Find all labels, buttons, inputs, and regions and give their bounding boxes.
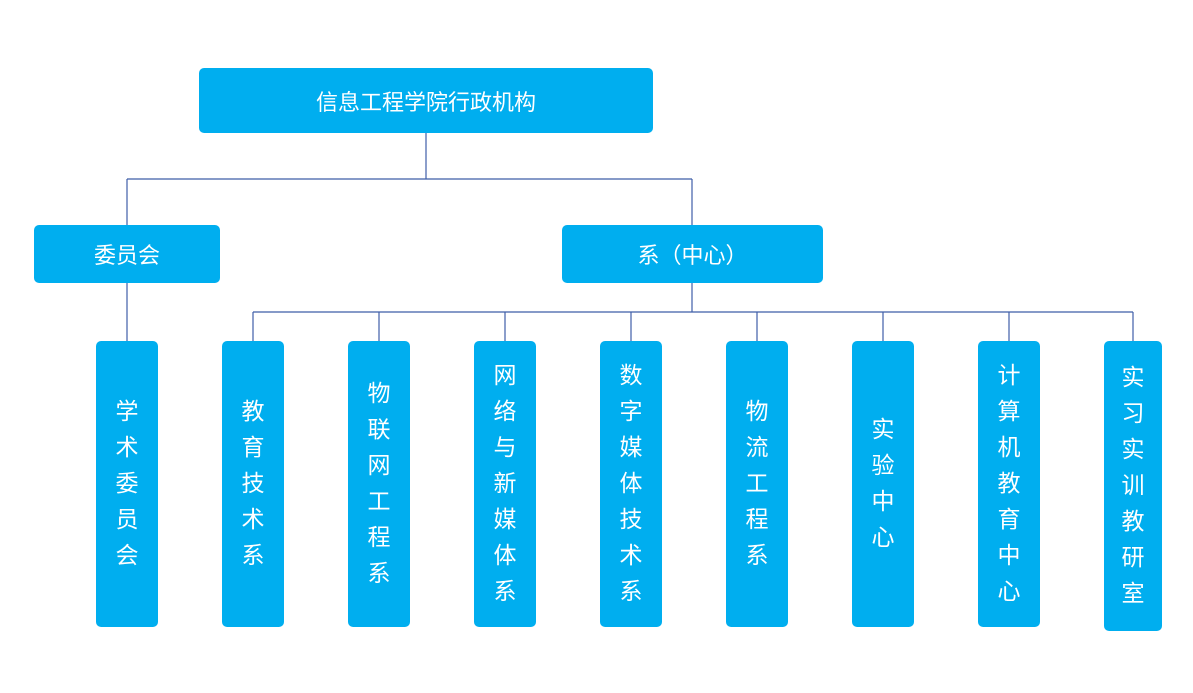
- dept-label-network-new-media: 网络与新媒体系: [493, 363, 517, 605]
- departments-node: 系（中心）: [562, 225, 823, 283]
- dept-node-digital-media-technology: 数字媒体技术系: [600, 341, 662, 627]
- dept-node-network-new-media: 网络与新媒体系: [474, 341, 536, 627]
- committee-node: 委员会: [34, 225, 220, 283]
- dept-label-digital-media-technology: 数字媒体技术系: [619, 363, 643, 605]
- dept-label-experiment-center: 实验中心: [871, 417, 895, 551]
- dept-node-logistics-engineering: 物流工程系: [726, 341, 788, 627]
- dept-label-educational-technology: 教育技术系: [241, 399, 265, 569]
- root-node-label: 信息工程学院行政机构: [315, 90, 536, 116]
- dept-node-internship-training-office: 实习实训教研室: [1104, 341, 1162, 631]
- dept-node-iot-engineering: 物联网工程系: [348, 341, 410, 627]
- dept-node-computer-education-center: 计算机教育中心: [978, 341, 1040, 627]
- dept-label-internship-training-office: 实习实训教研室: [1121, 365, 1145, 607]
- committee-node-label: 委员会: [93, 244, 160, 269]
- academic-committee-label: 学术委员会: [115, 399, 139, 569]
- dept-label-logistics-engineering: 物流工程系: [745, 399, 769, 569]
- dept-node-experiment-center: 实验中心: [852, 341, 914, 627]
- academic-committee-node: 学术委员会: [96, 341, 158, 627]
- dept-label-iot-engineering: 物联网工程系: [367, 381, 391, 587]
- dept-node-educational-technology: 教育技术系: [222, 341, 284, 627]
- root-node: 信息工程学院行政机构: [199, 68, 653, 133]
- dept-label-computer-education-center: 计算机教育中心: [997, 363, 1021, 605]
- departments-node-label: 系（中心）: [637, 244, 748, 269]
